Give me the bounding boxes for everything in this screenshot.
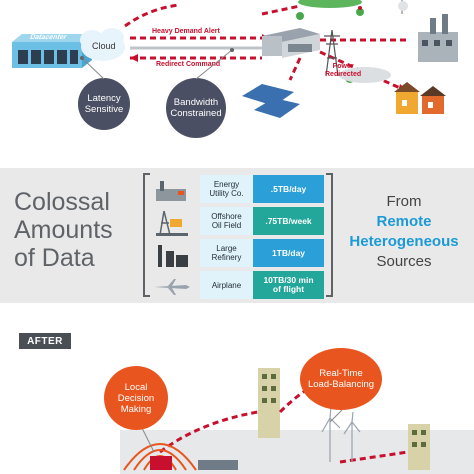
source-row-oilfield: Offshore Oil Field .75TB/week — [200, 207, 324, 235]
edge-device-icon — [150, 456, 172, 470]
remote-word: Remote — [376, 213, 432, 230]
source-name: Airplane — [200, 271, 253, 299]
source-name: Offshore Oil Field — [200, 207, 253, 235]
heavy-demand-label: Heavy Demand Alert — [152, 28, 220, 35]
colossal-data-heading: Colossal Amounts of Data — [14, 188, 113, 272]
after-diagram — [120, 368, 474, 474]
from-word: From — [386, 193, 422, 210]
local-decision-label: Local Decision Making — [117, 381, 155, 415]
utility-plant-icon — [156, 181, 186, 201]
link-right — [339, 450, 409, 464]
bracket-frame — [143, 173, 333, 297]
houses-icon — [394, 82, 446, 114]
source-rate: .5TB/day — [253, 175, 324, 203]
cloud-label: Cloud — [92, 41, 116, 51]
cloud-icon — [80, 28, 125, 61]
source-name: Energy Utility Co. — [200, 175, 253, 203]
bandwidth-constrained-circle: Bandwidth Constrained — [166, 78, 226, 138]
building-icon-right — [408, 424, 430, 470]
source-rate: 10TB/30 min of flight — [253, 271, 324, 299]
oil-rig-icon — [156, 210, 188, 236]
sources-word: Sources — [376, 253, 432, 270]
heterogeneous-word: Heterogeneous — [349, 233, 459, 250]
top-network-diagram — [12, 0, 458, 118]
latency-sensitive-circle: Latency Sensitive — [78, 78, 130, 130]
local-decision-circle: Local Decision Making — [104, 366, 168, 430]
refinery-icon — [158, 245, 188, 267]
source-name: Large Refinery — [200, 239, 253, 267]
power-redirected-label: Power Redirected — [325, 63, 362, 78]
link-to-solar — [288, 57, 302, 81]
bandwidth-constrained-label: Bandwidth Constrained — [170, 97, 222, 119]
sources-text-block: From Remote Heterogeneous Sources — [336, 192, 472, 272]
building-icon — [258, 368, 280, 438]
datacenter-icon — [12, 34, 92, 68]
latency-sensitive-label: Latency Sensitive — [84, 93, 124, 115]
solar-panel-icon — [242, 84, 300, 118]
roundabout-icon — [339, 67, 391, 83]
link-top-arc — [124, 3, 181, 28]
substation-icon — [262, 28, 320, 58]
wind-turbines-icon — [321, 405, 361, 462]
turbine-hub-icon — [398, 1, 408, 11]
link-loadbalance — [278, 380, 321, 414]
airplane-icon — [154, 279, 190, 295]
source-rate: 1TB/day — [253, 239, 324, 267]
source-row-refinery: Large Refinery 1TB/day — [200, 239, 324, 267]
realtime-balancing-circle: Real-Time Load-Balancing — [300, 348, 382, 410]
connector-lines — [80, 48, 234, 80]
source-row-utility: Energy Utility Co. .5TB/day — [200, 175, 324, 203]
power-tower-icon — [324, 29, 340, 77]
after-badge: AFTER — [19, 333, 71, 349]
factory-icon — [418, 14, 458, 62]
source-row-airplane: Airplane 10TB/30 min of flight — [200, 271, 324, 299]
link-top-right — [261, 4, 301, 16]
green-disc-icon — [298, 0, 362, 8]
redirect-command-label: Redirect Command — [156, 61, 221, 68]
source-rate: .75TB/week — [253, 207, 324, 235]
substation-bottom-icon — [198, 460, 238, 470]
realtime-balancing-label: Real-Time Load-Balancing — [307, 368, 375, 390]
